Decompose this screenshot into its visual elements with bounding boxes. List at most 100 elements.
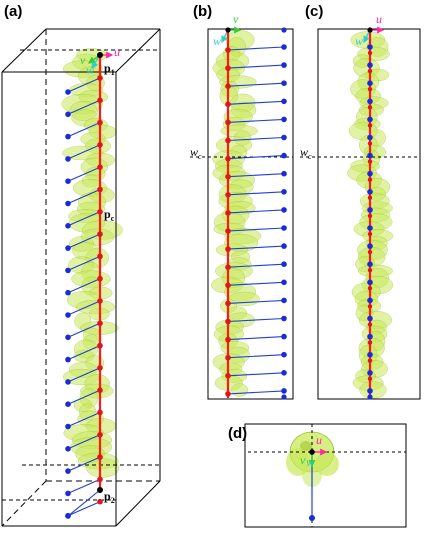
blue-node <box>367 44 373 50</box>
red-node <box>367 322 373 327</box>
panel-b-nodes <box>225 27 287 400</box>
connector-line <box>227 227 285 232</box>
origin-dot <box>367 27 373 33</box>
panel-c-axes: u w <box>355 12 385 48</box>
connector-line <box>227 191 285 196</box>
blue-node <box>65 446 71 452</box>
blue-node <box>367 388 373 394</box>
connector-line <box>227 354 285 359</box>
connector-line <box>67 77 101 93</box>
p2-node <box>97 487 103 493</box>
blue-node <box>65 245 71 251</box>
panel-a-connectors <box>67 77 101 517</box>
panel-b-frame <box>207 28 294 400</box>
blue-node <box>281 98 287 105</box>
connector-line <box>67 434 101 450</box>
blue-node <box>281 370 287 376</box>
panel-c-wc-label: wc <box>300 145 312 161</box>
tissue-lobe <box>300 441 312 451</box>
red-node <box>367 231 373 237</box>
connector-line <box>67 300 101 316</box>
panel-a-box <box>1 28 161 527</box>
blue-node <box>65 111 71 118</box>
red-node <box>225 228 231 234</box>
red-node <box>97 454 103 460</box>
blue-node <box>367 261 373 268</box>
blue-node <box>367 243 373 249</box>
red-node <box>367 68 373 74</box>
connector-line <box>227 372 285 377</box>
panel-b-axes: v w <box>213 12 242 48</box>
panel-c: (c) wc u w <box>300 3 421 400</box>
red-node <box>225 300 231 307</box>
connector-line <box>227 209 285 214</box>
panel-d-tissue <box>286 431 339 487</box>
blue-node <box>367 297 373 304</box>
connector-line <box>227 155 285 160</box>
blue-node <box>281 333 287 340</box>
red-node <box>225 391 231 397</box>
red-node <box>97 119 103 126</box>
red-node <box>97 209 103 215</box>
red-node <box>367 268 373 273</box>
red-node <box>367 358 373 363</box>
w-label: w <box>306 455 314 469</box>
connector-line <box>227 46 285 51</box>
red-node <box>225 192 231 198</box>
blue-node <box>65 178 71 184</box>
red-node <box>225 336 231 343</box>
blue-node <box>65 200 71 207</box>
red-node <box>225 83 231 89</box>
blue-node <box>281 62 287 68</box>
u-label: u <box>316 433 322 447</box>
connector-line <box>227 336 285 341</box>
blue-node <box>281 152 287 159</box>
red-node <box>97 275 103 282</box>
connector-line <box>227 317 285 323</box>
connector-line <box>67 99 101 115</box>
connector-line <box>67 278 101 294</box>
connector-line <box>67 478 101 494</box>
blue-node <box>65 356 71 363</box>
connector-line <box>227 245 285 250</box>
blue-node <box>367 279 373 286</box>
red-node <box>225 155 231 162</box>
connector-line <box>67 322 101 338</box>
origin-dot <box>225 27 231 33</box>
blue-node <box>65 156 71 162</box>
connector-line <box>67 233 101 249</box>
connector-line <box>227 390 285 395</box>
u-label: u <box>376 12 382 26</box>
blue-node <box>65 312 71 318</box>
blue-node <box>367 394 373 400</box>
blue-node <box>65 468 71 474</box>
blue-node <box>367 315 373 322</box>
connector-line <box>227 299 285 304</box>
red-node <box>225 210 231 216</box>
red-node <box>97 75 103 81</box>
v-label: v <box>300 453 306 467</box>
connector-line <box>67 345 101 361</box>
red-node <box>367 249 373 255</box>
red-node <box>225 373 231 379</box>
red-node <box>367 105 373 110</box>
red-node <box>225 318 231 325</box>
blue-node <box>367 351 373 358</box>
blue-node <box>65 89 71 95</box>
box-edge <box>115 28 161 73</box>
p1-label: p1 <box>104 61 115 77</box>
tissue-lobe <box>359 381 387 399</box>
blue-node <box>65 490 71 497</box>
connector-line <box>227 263 285 268</box>
connector-line <box>227 281 285 286</box>
red-node <box>97 342 103 349</box>
blue-node <box>281 170 287 177</box>
blue-node <box>281 261 287 268</box>
connector-line <box>67 166 101 182</box>
panel-a-tissue <box>61 48 123 478</box>
panel-d-blue-node <box>309 515 315 521</box>
connector-line <box>67 255 101 271</box>
panel-b-connectors <box>227 46 285 395</box>
blue-node <box>281 207 287 213</box>
blue-node <box>281 134 287 141</box>
